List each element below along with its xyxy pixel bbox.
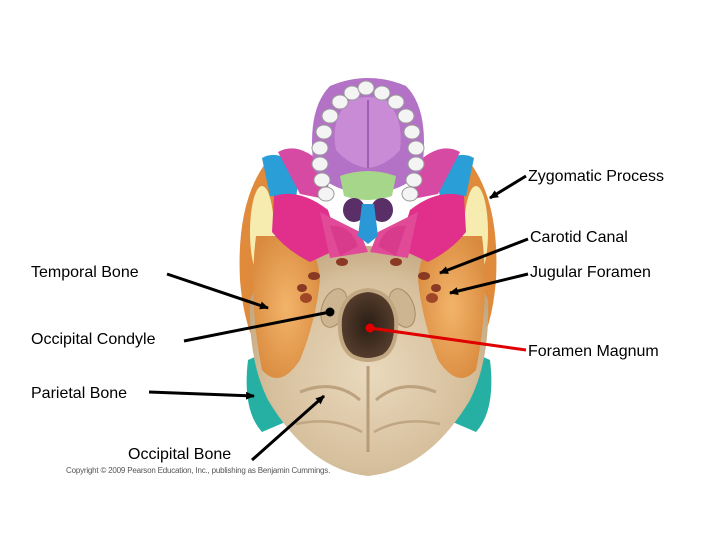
tooth [313, 172, 331, 188]
arrow-parietal-bone [148, 390, 255, 400]
arrow-foramen-magnum-dot [365, 323, 375, 333]
tooth [311, 156, 329, 172]
teeth [311, 80, 425, 202]
arrow-carotid-canal [439, 237, 529, 275]
tooth [357, 80, 375, 96]
tooth [317, 186, 335, 202]
tooth [401, 186, 419, 202]
tooth [387, 94, 405, 110]
pointer-arrows [148, 174, 529, 462]
arrow-occipital-condyle-dot [325, 307, 335, 317]
copyright-notice: Copyright © 2009 Pearson Education, Inc.… [66, 466, 331, 475]
tooth [321, 108, 339, 124]
label-occipital-condyle: Occipital Condyle [31, 331, 156, 348]
label-zygomatic-process: Zygomatic Process [528, 168, 665, 185]
arrow-jugular-foramen [449, 272, 529, 295]
arrow-occipital-condyle [183, 310, 331, 343]
label-jugular-foramen: Jugular Foramen [530, 264, 651, 281]
tooth [407, 140, 425, 156]
tooth [403, 124, 421, 140]
tooth [407, 156, 425, 172]
arrow-zygomatic-process [489, 174, 527, 200]
tooth [405, 172, 423, 188]
label-carotid-canal: Carotid Canal [530, 229, 628, 246]
label-temporal-bone: Temporal Bone [31, 264, 139, 281]
arrow-foramen-magnum [369, 326, 527, 352]
label-parietal-bone: Parietal Bone [31, 385, 128, 402]
arrow-temporal-bone [166, 272, 269, 310]
tooth [331, 94, 349, 110]
tooth [397, 108, 415, 124]
tooth [315, 124, 333, 140]
tooth [311, 140, 329, 156]
tooth [373, 85, 391, 101]
label-occipital-bone: Occipital Bone [128, 446, 232, 463]
label-foramen-magnum: Foramen Magnum [528, 343, 659, 360]
temporal-bone-left [253, 236, 320, 378]
arrow-occipital-bone [251, 394, 325, 462]
